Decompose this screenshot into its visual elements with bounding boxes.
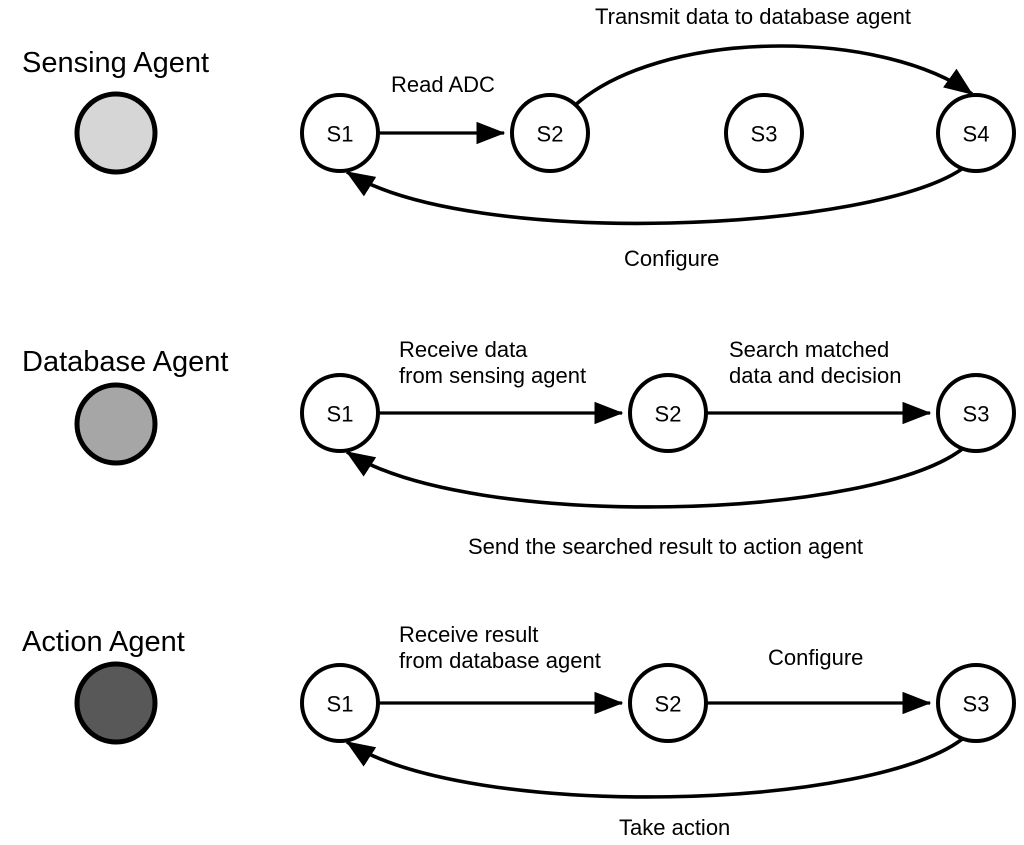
legend-swatch-action [74,661,158,745]
edge-sensing-s2-s4 [571,44,974,109]
state-node-database-s2[interactable]: S2 [628,373,708,453]
edge-label-receive-result-line1: Receive result [399,622,538,647]
state-circle[interactable] [300,663,380,743]
state-circle[interactable] [936,93,1016,173]
edge-label-send-searched-result: Send the searched result to action agent [468,534,863,559]
edge-action-s3-s1 [345,734,968,799]
edge-database-s3-s1 [345,444,968,509]
state-circle[interactable] [300,93,380,173]
edge-label-search-matched-line2: data and decision [729,363,901,388]
edge-sensing-s4-s1 [345,164,968,226]
state-label: S3 [751,122,778,147]
row-action-agent: Action Agent Receive result from databas… [22,622,1016,840]
state-node-sensing-s1[interactable]: S1 [300,93,380,173]
edge-label-take-action: Take action [619,815,730,840]
state-circle[interactable] [936,663,1016,743]
state-label: S3 [963,402,990,427]
agent-title-action: Action Agent [22,626,185,658]
edge-label-search-matched-line1: Search matched [729,337,889,362]
state-circle[interactable] [724,93,804,173]
agent-title-sensing: Sensing Agent [22,47,209,79]
edge-label-transmit-data: Transmit data to database agent [595,4,911,29]
state-circle[interactable] [936,373,1016,453]
state-circle[interactable] [628,663,708,743]
row-database-agent: Database Agent Receive data from sensing… [22,337,1016,559]
state-node-sensing-s4[interactable]: S4 [936,93,1016,173]
state-label: S3 [963,692,990,717]
state-label: S1 [327,692,354,717]
edge-label-receive-data-line2: from sensing agent [399,363,586,388]
state-label: S1 [327,122,354,147]
edge-label-read-adc: Read ADC [391,72,495,97]
state-node-sensing-s2[interactable]: S2 [510,93,590,173]
legend-swatch-database [74,382,158,466]
state-node-database-s3[interactable]: S3 [936,373,1016,453]
state-label: S4 [963,122,990,147]
edge-label-configure-action: Configure [768,645,863,670]
edge-label-receive-data-line1: Receive data [399,337,528,362]
state-circle[interactable] [628,373,708,453]
state-circle[interactable] [300,373,380,453]
state-node-action-s2[interactable]: S2 [628,663,708,743]
row-sensing-agent: Sensing Agent Read ADC Transmit data to … [22,4,1016,271]
state-circle[interactable] [510,93,590,173]
state-node-sensing-s3[interactable]: S3 [724,93,804,173]
state-node-action-s1[interactable]: S1 [300,663,380,743]
state-label: S1 [327,402,354,427]
state-label: S2 [655,402,682,427]
state-node-action-s3[interactable]: S3 [936,663,1016,743]
agent-title-database: Database Agent [22,346,228,378]
edge-label-receive-result-line2: from database agent [399,648,601,673]
state-label: S2 [537,122,564,147]
state-node-database-s1[interactable]: S1 [300,373,380,453]
edge-label-configure-sensing: Configure [624,246,719,271]
state-label: S2 [655,692,682,717]
legend-swatch-sensing [74,91,158,175]
